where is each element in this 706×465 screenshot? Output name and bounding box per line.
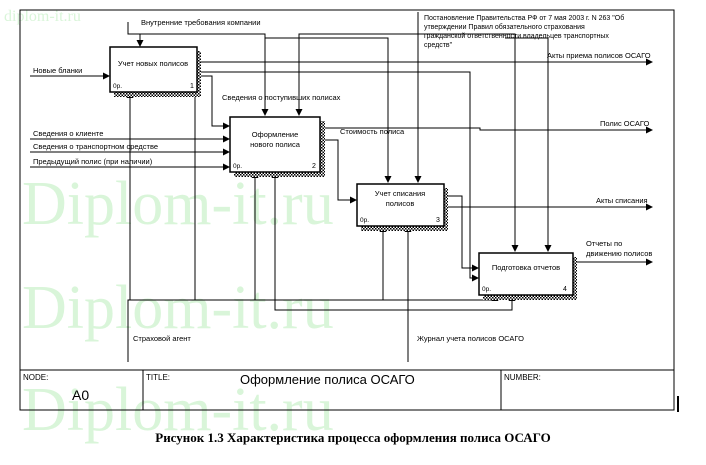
label-regulation-line3: гражданской ответственности владельцев т… (424, 32, 609, 40)
box-1-title: Учет новых полисов (118, 59, 188, 68)
arrow-b1-to-b2 (197, 75, 230, 130)
label-osago-policy: Полис ОСАГО (600, 119, 650, 128)
arrow-internal-to-b3 (265, 37, 392, 183)
activity-box-4[interactable]: Подготовка отчетов 0р. 4 (478, 252, 577, 300)
box-2-title-line2: нового полиса (250, 140, 301, 149)
label-reports-line2: движению полисов (586, 249, 652, 258)
label-regulation-line1: Постановление Правительства РФ от 7 мая … (424, 14, 624, 22)
box-3-title-line2: полисов (386, 199, 415, 208)
watermark-top: diplom-it.ru (4, 8, 81, 25)
arrow-b1-to-b4 (197, 71, 479, 282)
box-3-cost: 0р. (360, 217, 369, 224)
figure-caption: Рисунок 1.3 Характеристика процесса офор… (155, 430, 550, 445)
arrow-agent-to-b4 (383, 294, 499, 301)
label-writeoff-acts: Акты списания (596, 196, 648, 205)
title-label: TITLE: (146, 373, 170, 382)
label-reports-line1: Отчеты по (586, 239, 622, 248)
box-4-number: 4 (563, 286, 567, 293)
activity-box-3[interactable]: Учет списания полисов 0р. 3 (356, 183, 448, 231)
label-vehicle-info: Сведения о транспортном средстве (33, 142, 158, 151)
number-label: NUMBER: (504, 373, 541, 382)
label-insurance-agent: Страховой агент (133, 334, 191, 343)
node-label: NODE: (23, 373, 48, 382)
activity-box-1[interactable]: Учет новых полисов 0р. 1 (109, 46, 201, 97)
label-new-forms: Новые бланки (33, 66, 82, 75)
box-4-cost: 0р. (482, 286, 491, 293)
label-internal-requirements: Внутренние требования компании (141, 18, 261, 27)
box-3-number: 3 (436, 217, 440, 224)
box-1-cost: 0р. (113, 83, 122, 90)
label-regulation-line4: средств" (424, 42, 453, 49)
box-2-title-line1: Оформление (252, 130, 299, 139)
arrow-regulation-to-b4 (418, 33, 519, 252)
arrow-regulation-to-b4-b (505, 37, 552, 252)
label-policy-cost: Стоимость полиса (340, 127, 405, 136)
label-regulation-line2: утверждении Правил обязательного страхов… (424, 23, 585, 31)
arrow-regulation-to-b2 (295, 12, 419, 116)
arrow-labels: Внутренние требования компании Постановл… (33, 14, 652, 343)
arrow-b2-to-b3 (320, 139, 357, 204)
arrows (30, 12, 653, 362)
watermark-1: Diplom-it.ru (22, 170, 334, 238)
arrow-journal-to-b2 (271, 171, 409, 362)
node-value: A0 (72, 387, 89, 403)
label-journal: Журнал учета полисов ОСАГО (417, 334, 524, 343)
label-acceptance-acts: Акты приема полисов ОСАГО (547, 51, 651, 60)
watermark-2: Diplom-it.ru (22, 274, 334, 342)
box-1-number: 1 (190, 83, 194, 90)
box-2-cost: 0р. (233, 163, 242, 170)
arrow-internal-to-b2 (127, 22, 269, 116)
box-4-title: Подготовка отчетов (492, 263, 560, 272)
diagram-title: Оформление полиса ОСАГО (240, 372, 415, 387)
label-client-info: Сведения о клиенте (33, 129, 103, 138)
box-2-number: 2 (312, 163, 316, 170)
activity-box-2[interactable]: Оформление нового полиса 0р. 2 (229, 116, 325, 177)
arrow-output-policy (320, 126, 653, 134)
label-prev-policy: Предыдущий полис (при наличии) (33, 157, 153, 166)
box-3-title-line1: Учет списания (375, 189, 425, 198)
diagram-border (19, 9, 675, 411)
label-received-policies: Сведения о поступивших полисах (222, 93, 341, 102)
